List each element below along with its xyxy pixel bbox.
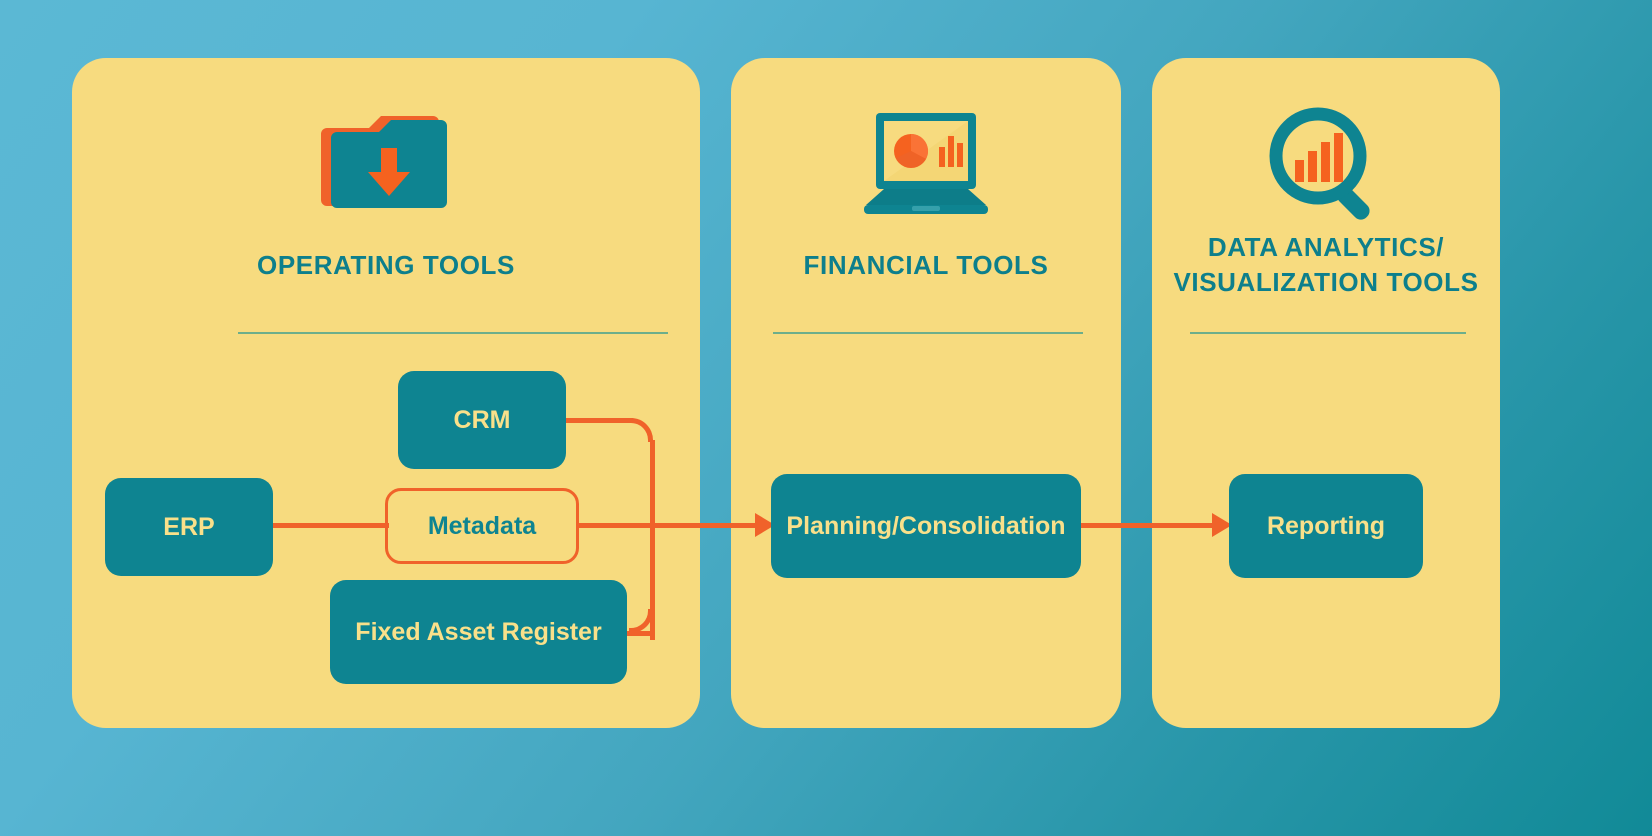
node-reporting-label: Reporting (1266, 511, 1386, 540)
connector-planning-to-reporting (1079, 523, 1219, 528)
node-crm[interactable]: CRM (398, 371, 566, 469)
connector-crm-corner (629, 418, 653, 442)
arrowhead-to-reporting (1212, 513, 1232, 537)
panel-analytics-tools: DATA ANALYTICS/ VISUALIZATION TOOLS (1152, 58, 1500, 728)
connector-vertical-trunk (650, 440, 655, 640)
magnifier-bar-chart-icon (1152, 104, 1500, 224)
connector-erp-to-metadata (271, 523, 389, 528)
panel-title-analytics: DATA ANALYTICS/ VISUALIZATION TOOLS (1152, 230, 1500, 299)
panel-divider (238, 332, 668, 334)
panel-title-operating: OPERATING TOOLS (257, 250, 515, 280)
connector-far-corner (629, 609, 653, 633)
folder-download-icon (72, 104, 700, 224)
node-erp-label: ERP (163, 512, 215, 541)
connector-crm-horizontal (563, 418, 633, 423)
panel-title-analytics-line1: DATA ANALYTICS/ (1207, 232, 1445, 262)
node-planning-consolidation-label: Planning/Consolidation (786, 511, 1066, 540)
node-metadata-label: Metadata (427, 511, 537, 540)
node-reporting[interactable]: Reporting (1229, 474, 1423, 578)
node-planning-consolidation[interactable]: Planning/Consolidation (771, 474, 1081, 578)
panel-title-analytics-line2: VISUALIZATION TOOLS (1173, 266, 1479, 297)
node-metadata[interactable]: Metadata (385, 488, 579, 564)
laptop-charts-icon (731, 104, 1121, 224)
node-fixed-asset-register[interactable]: Fixed Asset Register (330, 580, 627, 684)
panel-divider (773, 332, 1083, 334)
node-fixed-asset-register-label: Fixed Asset Register (355, 617, 602, 646)
panel-title-financial: FINANCIAL TOOLS (803, 250, 1049, 280)
panel-financial-tools: FINANCIAL TOOLS (731, 58, 1121, 728)
node-erp[interactable]: ERP (105, 478, 273, 576)
node-crm-label: CRM (453, 405, 511, 434)
connector-metadata-to-planning (576, 523, 762, 528)
panel-divider (1190, 332, 1466, 334)
connector-far-horizontal (623, 631, 653, 636)
arrowhead-to-planning (755, 513, 775, 537)
